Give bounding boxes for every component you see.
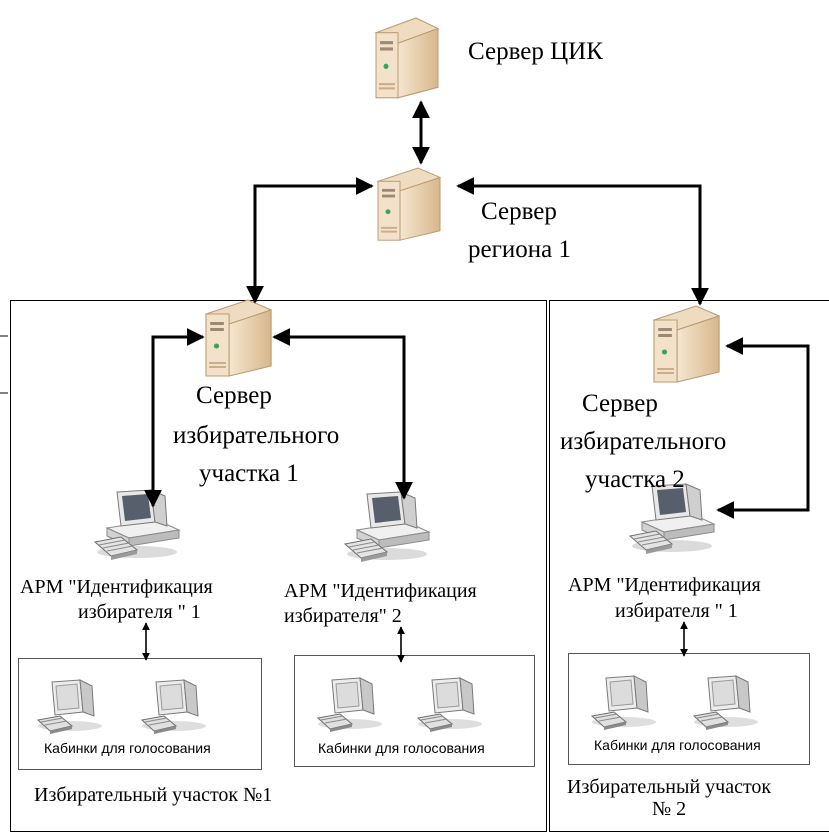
precinct-1-server-label-line3: участка 1 bbox=[199, 460, 299, 487]
arm-1-label-line1: АРМ "Идентификация bbox=[20, 576, 213, 598]
region-server-label-line1: Сервер bbox=[481, 198, 557, 225]
booths-2-label: Кабинки для голосования bbox=[318, 740, 485, 756]
precinct-2-server-label-line3: участка 2 bbox=[585, 466, 685, 493]
booth-computer-icon bbox=[141, 679, 207, 735]
precinct-2-arm-label-line1: АРМ "Идентификация bbox=[568, 574, 761, 596]
booths-1-label: Кабинки для голосования bbox=[44, 740, 211, 756]
link-precinct1-arm1 bbox=[144, 328, 205, 508]
link-precinct2-arm bbox=[716, 337, 810, 519]
booths-group-3 bbox=[568, 653, 810, 765]
booths-group-2 bbox=[294, 655, 535, 767]
precinct-2-title-line2: № 2 bbox=[652, 798, 687, 820]
precinct-2-arm-computer-icon bbox=[629, 483, 715, 555]
arm-2-computer-icon bbox=[344, 491, 430, 563]
precinct-1-title: Избирательный участок №1 bbox=[34, 784, 273, 806]
booth-computer-icon bbox=[417, 677, 483, 733]
booths-group-1 bbox=[18, 658, 262, 770]
arm-2-label-line1: АРМ "Идентификация bbox=[284, 580, 477, 602]
cik-server-label: Сервер ЦИК bbox=[468, 38, 603, 65]
booth-computer-icon bbox=[37, 679, 103, 735]
precinct-2-server-icon bbox=[653, 305, 720, 383]
arm-1-label-line2: избирателя " 1 bbox=[78, 601, 201, 623]
region-server-label-line2: региона 1 bbox=[468, 236, 571, 263]
region-server-icon bbox=[377, 167, 441, 241]
precinct-1-server-label-line1: Сервер bbox=[196, 382, 272, 409]
precinct-2-server-label-line1: Сервер bbox=[582, 390, 658, 417]
booth-computer-icon bbox=[591, 675, 657, 731]
link-precinct1-arm2 bbox=[272, 328, 413, 500]
cik-server-icon bbox=[375, 17, 439, 99]
arm-2-label-line2: избирателя" 2 bbox=[284, 605, 402, 627]
precinct-1-server-icon bbox=[205, 299, 272, 377]
link-region-precinct2 bbox=[456, 177, 709, 306]
booths-3-label: Кабинки для голосования bbox=[594, 737, 761, 753]
link-region-precinct1 bbox=[246, 177, 374, 304]
precinct-1-server-label-line2: избирательного bbox=[173, 422, 340, 449]
precinct-2-arm-label-line2: избирателя " 1 bbox=[615, 600, 738, 622]
precinct-2-title-line1: Избирательный участок bbox=[567, 776, 772, 798]
arm-1-computer-icon bbox=[94, 489, 180, 561]
booth-computer-icon bbox=[317, 677, 383, 733]
booth-computer-icon bbox=[693, 675, 759, 731]
precinct-2-server-label-line2: избирательного bbox=[560, 428, 727, 455]
